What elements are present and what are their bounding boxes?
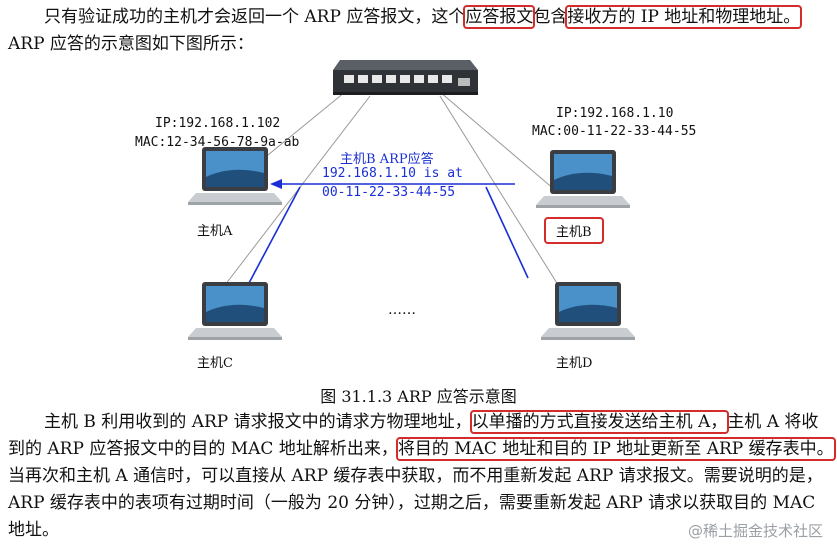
hostA-ip: IP:192.168.1.102 <box>155 116 281 131</box>
intro-text-b: 包含 <box>533 7 568 27</box>
link-switch-hostB <box>439 91 556 191</box>
hostA-mac: MAC:12-34-56-78-9a-ab <box>135 135 300 150</box>
body-line-5: 地址。 <box>8 520 59 540</box>
highlight-receiver-address: 接收方的 IP 地址和物理地址。 <box>565 5 803 29</box>
body-line-3: 当再次和主机 A 通信时，可以直接从 ARP 缓存表中获取，而不用重新发起 AR… <box>8 466 823 486</box>
laptop-icon-hostA <box>188 147 282 205</box>
reply-line-2: 00-11-22-33-44-55 <box>322 185 456 200</box>
watermark: @稀土掘金技术社区 <box>687 522 823 540</box>
hostD-label: 主机D <box>556 356 593 371</box>
arp-reply-diagram <box>188 60 635 340</box>
hostA-label: 主机A <box>197 224 233 239</box>
intro-line-1: 只有验证成功的主机才会返回一个 ARP 应答报文，这个应答报文包含接收方的 IP… <box>44 4 803 30</box>
body-text-2a: 到的 ARP 应答报文中的目的 MAC 地址解析出来， <box>8 439 398 459</box>
more-hosts-ellipsis: …… <box>388 302 416 318</box>
reply-line-1: 192.168.1.10 is at <box>322 166 463 181</box>
highlight-unicast: 以单播的方式直接发送给主机 A， <box>469 410 730 434</box>
reply-path <box>239 183 529 301</box>
body-text-1a: 主机 B 利用收到的 ARP 请求报文中的请求方物理地址， <box>44 412 472 432</box>
hostB-ip: IP:192.168.1.10 <box>556 106 674 121</box>
body-text-1b: 主机 A 将收 <box>727 412 819 432</box>
hostC-label: 主机C <box>197 356 233 371</box>
laptop-icon-hostC <box>188 282 282 340</box>
reply-line-right <box>485 186 529 279</box>
hostB-mac: MAC:00-11-22-33-44-55 <box>532 124 697 139</box>
highlight-update-cache: 将目的 MAC 地址和目的 IP 地址更新至 ARP 缓存表中。 <box>395 437 836 461</box>
network-switch-icon <box>333 60 478 95</box>
reply-line-left <box>239 186 301 301</box>
link-switch-hostD <box>439 95 561 289</box>
reply-arrowhead <box>270 179 282 189</box>
hostB-label: 主机B <box>544 217 604 244</box>
body-line-1: 主机 B 利用收到的 ARP 请求报文中的请求方物理地址，以单播的方式直接发送给… <box>44 409 818 435</box>
figure-caption: 图 31.1.3 ARP 应答示意图 <box>320 387 517 406</box>
highlight-reply-packet: 应答报文 <box>463 5 536 29</box>
intro-text-a: 只有验证成功的主机才会返回一个 ARP 应答报文，这个 <box>44 7 466 27</box>
body-line-2: 到的 ARP 应答报文中的目的 MAC 地址解析出来，将目的 MAC 地址和目的… <box>8 436 836 462</box>
laptop-icon-hostB <box>536 150 630 208</box>
laptop-icon-hostD <box>541 282 635 340</box>
intro-line-2: ARP 应答的示意图如下图所示： <box>8 34 254 54</box>
reply-title: 主机B ARP应答 <box>340 152 434 167</box>
body-line-4: ARP 缓存表中的表项有过期时间（一般为 20 分钟），过期之后，需要重新发起 … <box>8 493 816 513</box>
